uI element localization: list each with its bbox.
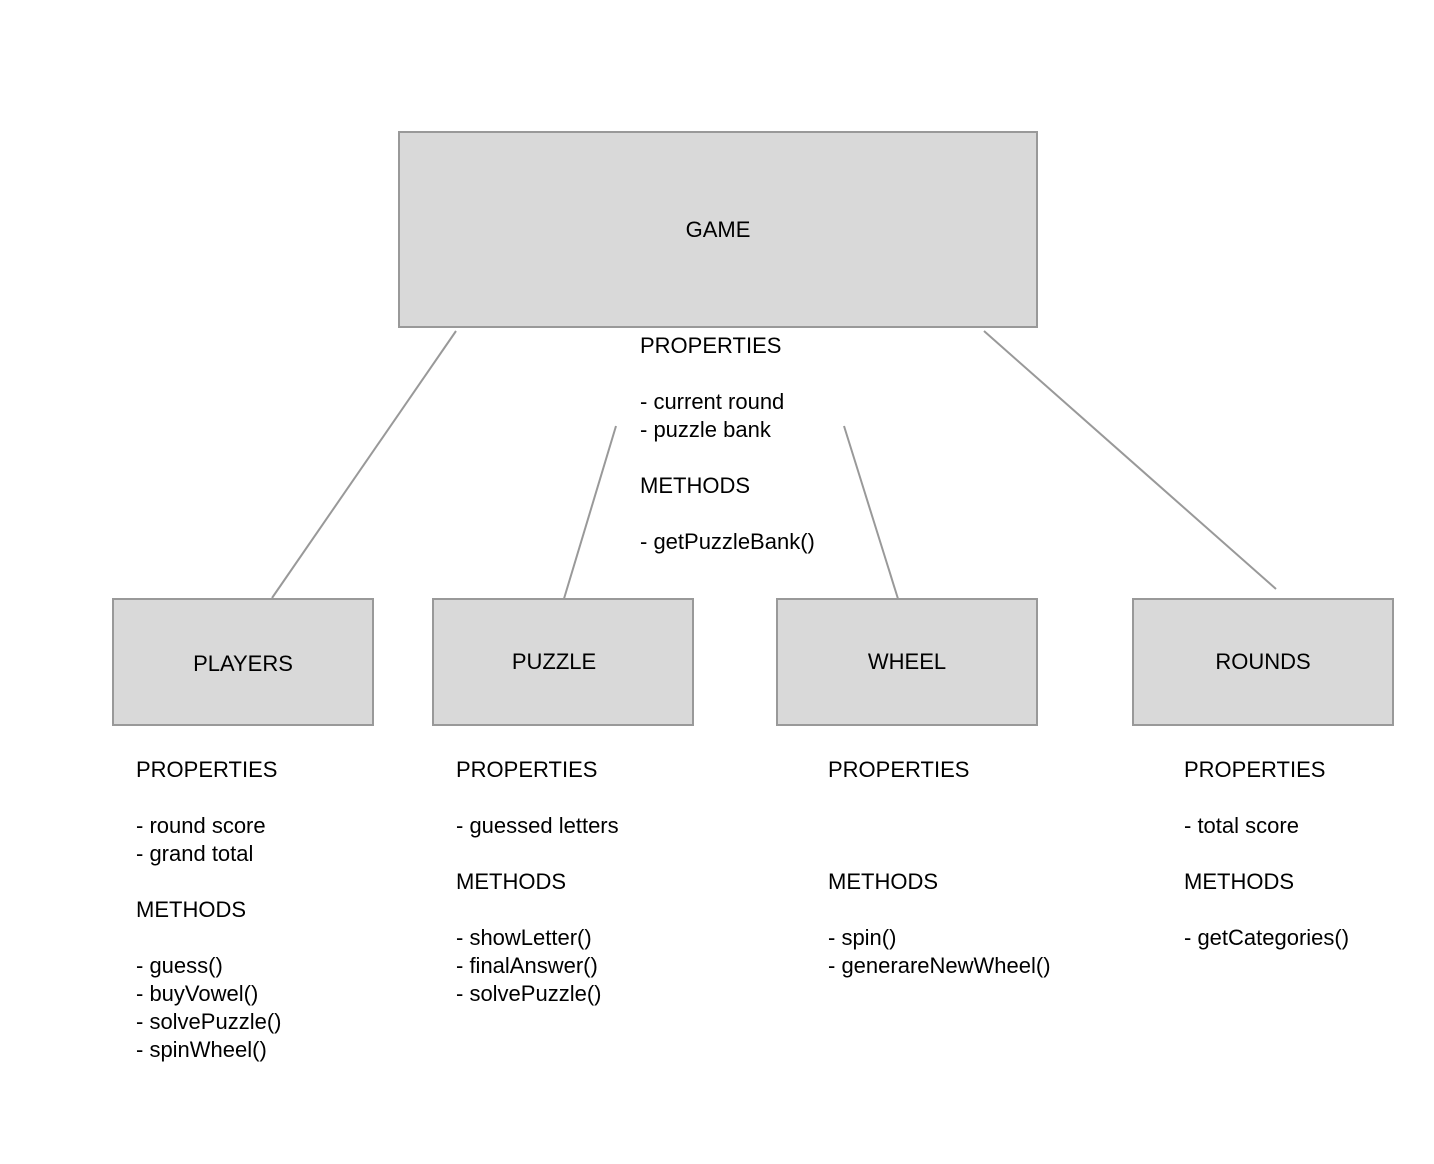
rounds-properties-heading: PROPERTIES [1184,757,1326,782]
game-method: - getPuzzleBank() [640,529,815,554]
connector-game-players [271,330,457,599]
puzzle-property: - guessed letters [456,813,619,838]
wheel-method: - generareNewWheel() [828,953,1051,978]
connector-game-puzzle [562,425,617,603]
game-box-label: GAME [685,216,751,242]
game-box: GAME [398,131,1038,328]
puzzle-box: PUZZLE [432,598,694,726]
wheel-details: PROPERTIES METHODS - spin() - generareNe… [828,756,1051,980]
game-property: - current round [640,389,785,414]
players-box: PLAYERS [112,598,374,726]
players-box-label: PLAYERS [193,651,293,676]
players-method: - buyVowel() [136,981,259,1006]
players-properties-heading: PROPERTIES [136,757,278,782]
players-method: - solvePuzzle() [136,1009,282,1034]
players-method: - guess() [136,953,223,978]
puzzle-methods-heading: METHODS [456,869,566,894]
rounds-details: PROPERTIES - total score METHODS - getCa… [1184,756,1349,952]
puzzle-properties-heading: PROPERTIES [456,757,598,782]
players-property: - grand total [136,841,254,866]
players-methods-heading: METHODS [136,897,246,922]
players-property: - round score [136,813,266,838]
puzzle-details: PROPERTIES - guessed letters METHODS - s… [456,756,619,1008]
rounds-box: ROUNDS [1132,598,1394,726]
connector-game-rounds [983,330,1277,590]
wheel-method: - spin() [828,925,897,950]
wheel-methods-heading: METHODS [828,869,938,894]
rounds-method: - getCategories() [1184,925,1350,950]
game-methods-heading: METHODS [640,473,750,498]
players-details: PROPERTIES - round score - grand total M… [136,756,281,1064]
puzzle-method: - showLetter() [456,925,592,950]
puzzle-method: - finalAnswer() [456,953,598,978]
game-properties-heading: PROPERTIES [640,333,782,358]
wheel-properties-heading: PROPERTIES [828,757,970,782]
rounds-methods-heading: METHODS [1184,869,1294,894]
wheel-box-label: WHEEL [867,649,947,674]
game-property: - puzzle bank [640,417,771,442]
game-details: PROPERTIES - current round - puzzle bank… [640,332,815,556]
wheel-box: WHEEL [776,598,1038,726]
puzzle-method: - solvePuzzle() [456,981,602,1006]
connector-game-wheel [843,425,900,603]
players-method: - spinWheel() [136,1037,267,1062]
rounds-box-label: ROUNDS [1215,649,1311,674]
rounds-property: - total score [1184,813,1299,838]
puzzle-box-label: PUZZLE [511,649,597,674]
